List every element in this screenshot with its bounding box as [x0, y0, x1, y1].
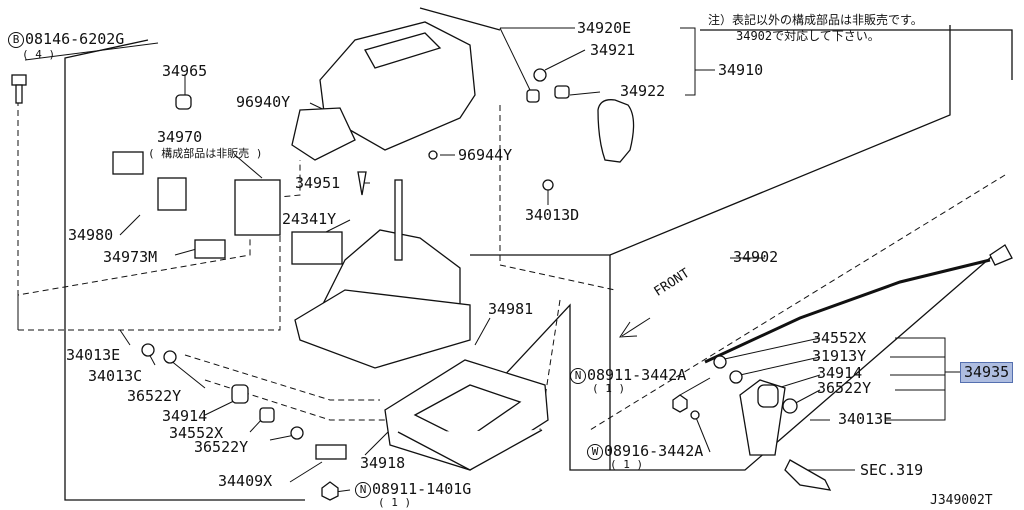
- nut-n1-number: 08911-1401G: [372, 480, 472, 498]
- part-label-34922: 34922: [620, 82, 666, 100]
- part-label-31913y: 31913Y: [812, 347, 867, 365]
- washer-34013c: [141, 343, 155, 357]
- part-label-34918: 34918: [360, 454, 406, 472]
- nut-n2-qty: ( 1 ): [592, 382, 626, 395]
- dash-34910: [499, 105, 616, 291]
- part-label-34013e-left: 34013E: [66, 346, 121, 364]
- part-label-36522y-right: 36522Y: [817, 379, 872, 397]
- frame-lower: [429, 244, 1006, 471]
- part-label-34409x: 34409X: [218, 472, 273, 490]
- part-label-34973m: 34973M: [103, 248, 158, 266]
- part-label-36522y-left2: 36522Y: [194, 438, 249, 456]
- bushing-34914: [231, 384, 249, 404]
- frame-right-box: [470, 25, 951, 256]
- part-label-34552x-right: 34552X: [812, 329, 867, 347]
- part-label-34965: 34965: [162, 62, 208, 80]
- part-label-34914-left: 34914: [162, 407, 208, 425]
- bolt-08146: [11, 74, 27, 86]
- dash-left2: [18, 215, 281, 331]
- part-label-34951: 34951: [295, 174, 341, 192]
- part-label-34552x-left: 34552X: [169, 424, 224, 442]
- circle-n-icon: N: [570, 368, 586, 384]
- part-label-34935-highlighted[interactable]: 34935: [960, 362, 1014, 383]
- part-label-34921: 34921: [590, 41, 636, 59]
- part-label-24341y: 24341Y: [282, 210, 337, 228]
- bushing-34552x: [259, 407, 275, 423]
- part-label-34013e-right: 34013E: [838, 410, 893, 428]
- switch-34970: [234, 179, 281, 236]
- part-label-34980: 34980: [68, 226, 114, 244]
- part-label-96940y: 96940Y: [236, 93, 291, 111]
- part-label-34902: 34902: [733, 248, 779, 266]
- bolt-b-qty: ( 4 ): [22, 48, 56, 61]
- part-label-34970-note: ( 構成部品は非販売 ): [148, 147, 263, 160]
- knob: [597, 99, 635, 163]
- connector-34980: [112, 151, 144, 175]
- nut-08911-1401g: [321, 481, 339, 501]
- nut-n2-number: 08911-3442A: [587, 366, 687, 384]
- part-label-34981: 34981: [488, 300, 534, 318]
- note-line-2: 34902で対応して下さい。: [736, 29, 880, 43]
- part-label-36522y-left: 36522Y: [127, 387, 182, 405]
- diagram-id: J349002T: [930, 493, 993, 508]
- bolt-b-number: 08146-6202G: [25, 30, 125, 48]
- frame-top-diag: [419, 7, 501, 31]
- washer-w-qty: ( 1 ): [610, 458, 644, 471]
- note-line-1: 注）表記以外の構成部品は非販売です。: [708, 13, 923, 27]
- pin-34409x: [315, 444, 347, 460]
- shaft-sec319: [784, 459, 832, 491]
- dash-34902: [589, 174, 1006, 431]
- part-label-sec319: SEC.319: [860, 461, 924, 479]
- circle-w-icon: W: [587, 444, 603, 460]
- part-label-34920e: 34920E: [577, 19, 632, 37]
- frame-left: [64, 39, 305, 501]
- washer-w-number: 08916-3442A: [604, 442, 704, 460]
- nut-n1-qty: ( 1 ): [378, 496, 412, 509]
- part-label-34914-right: 34914: [817, 364, 863, 382]
- dash-34981: [539, 299, 561, 431]
- dash-washers: [184, 354, 380, 401]
- circle-b-icon: B: [8, 32, 24, 48]
- part-label-96944y: 96944Y: [458, 146, 513, 164]
- part-label-34013d: 34013D: [525, 206, 580, 224]
- part-label-34970: 34970: [157, 128, 203, 146]
- washer-36522y-2: [290, 426, 304, 440]
- circle-n-icon: N: [355, 482, 371, 498]
- washer-36522y: [163, 350, 177, 364]
- frame-top-right: [700, 29, 1013, 80]
- bushing-34965: [175, 94, 192, 110]
- part-label-34910: 34910: [718, 61, 764, 79]
- part-label-34013c: 34013C: [88, 367, 143, 385]
- cover-tab: [291, 107, 356, 161]
- connector-34973m: [194, 239, 226, 259]
- dash-left: [17, 160, 301, 330]
- relay-24341y: [291, 231, 343, 265]
